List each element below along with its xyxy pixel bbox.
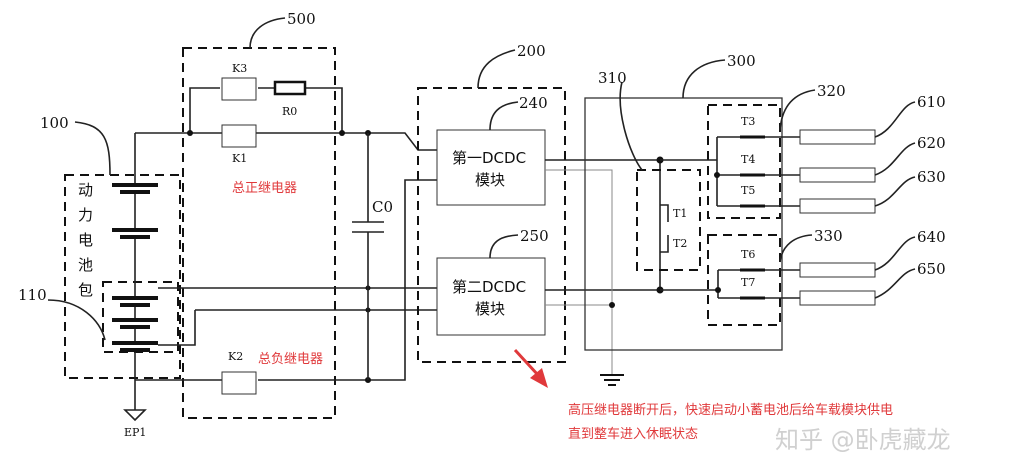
positive-bus: [135, 87, 437, 151]
mosfet-t1-t2: [660, 204, 669, 253]
dcdc1-label: 第一DCDC: [452, 149, 526, 167]
switch-box-320: [707, 104, 781, 219]
label-650: 650: [917, 260, 946, 278]
label-500: 500: [287, 10, 316, 28]
relay-k1: [221, 124, 257, 148]
annotation-line-2: 直到整车进入休眠状态: [568, 426, 698, 442]
label-k2: K2: [228, 350, 243, 363]
label-100: 100: [40, 114, 69, 132]
relay-box-500: [182, 47, 336, 419]
dcdc2-module: [436, 257, 546, 336]
label-t1: T1: [673, 207, 687, 220]
ground-ep1-icon: [123, 409, 147, 422]
annotation-line-1: 高压继电器断开后，快速启动小蓄电池后给车载模块供电: [568, 402, 893, 418]
label-t4: T4: [741, 153, 755, 166]
label-t6: T6: [741, 248, 755, 261]
label-200: 200: [517, 42, 546, 60]
switch-box-310: [636, 169, 701, 271]
label-240: 240: [519, 94, 548, 112]
label-t2: T2: [673, 237, 687, 250]
negative-relay-label: 总负继电器: [258, 352, 323, 367]
label-300: 300: [727, 52, 756, 70]
svg-text:池: 池: [78, 256, 93, 274]
label-610: 610: [917, 93, 946, 111]
label-110: 110: [18, 286, 47, 304]
label-630: 630: [917, 168, 946, 186]
label-t5: T5: [741, 184, 755, 197]
label-640: 640: [917, 228, 946, 246]
battery-stack: [112, 133, 158, 422]
battery-pack-label: 动 力 电 池 包: [78, 181, 93, 299]
relay-k3: [221, 77, 257, 101]
label-310: 310: [598, 69, 627, 87]
label-250: 250: [520, 227, 549, 245]
dcdc2-label: 第二DCDC: [452, 278, 526, 296]
svg-text:动: 动: [78, 181, 93, 199]
load-640: [799, 262, 876, 278]
load-630: [799, 198, 876, 214]
load-650: [799, 290, 876, 306]
capacitor-c0: [352, 133, 384, 380]
label-620: 620: [917, 134, 946, 152]
svg-text:包: 包: [78, 281, 93, 299]
label-t3: T3: [741, 115, 755, 128]
svg-text:力: 力: [78, 206, 93, 224]
switch-box-330: [707, 234, 781, 326]
annotation-arrow: [513, 348, 540, 377]
load-620: [799, 167, 876, 183]
leader-100: [74, 121, 111, 176]
label-c0: C0: [372, 198, 393, 216]
ground-icon: [600, 374, 624, 386]
resistor-r0: [273, 80, 307, 96]
leader-110: [47, 299, 106, 341]
dcdc1-label-2: 模块: [475, 171, 505, 189]
dcdc1-module: [436, 129, 546, 206]
load-610: [799, 129, 876, 145]
label-k3: K3: [232, 62, 247, 75]
label-t7: T7: [741, 276, 755, 289]
watermark: 知乎 @卧虎藏龙: [775, 426, 951, 454]
positive-relay-label: 总正继电器: [232, 181, 297, 196]
label-k1: K1: [232, 152, 247, 165]
leader-500: [249, 17, 286, 49]
negative-bus: [135, 179, 437, 381]
relay-k2: [221, 371, 257, 395]
svg-text:电: 电: [78, 231, 93, 249]
label-ep1: EP1: [124, 426, 146, 439]
dcdc-box-200: [417, 87, 566, 363]
label-330: 330: [814, 227, 843, 245]
dcdc2-label-2: 模块: [475, 300, 505, 318]
cell-taps: [158, 287, 437, 346]
label-r0: R0: [282, 105, 297, 118]
battery-pack-box: [64, 174, 181, 379]
loads: [799, 101, 916, 306]
label-320: 320: [817, 82, 846, 100]
mosfets-t3-t7: [740, 135, 800, 300]
